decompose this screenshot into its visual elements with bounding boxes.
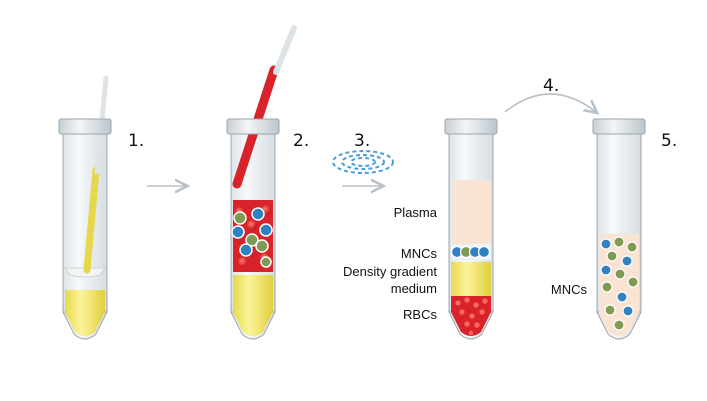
mnc-band-cells [450, 245, 491, 259]
label-density-line2: medium [391, 281, 437, 296]
density-medium [451, 262, 491, 296]
step-number: 3. [354, 131, 370, 151]
tube-cap [226, 118, 280, 135]
tube-2: 2. [226, 25, 309, 340]
step-number: 2. [293, 131, 309, 151]
density-medium [233, 275, 273, 336]
tube-1: 1. [58, 75, 144, 340]
blood-cells [231, 205, 273, 268]
tube-cap [444, 118, 498, 135]
step-number: 1. [128, 131, 144, 151]
mnc-cells [600, 236, 639, 331]
label-mncs: MNCs [401, 246, 438, 261]
step-number: 5. [661, 131, 677, 151]
label-rbcs: RBCs [403, 307, 437, 322]
pipette-yellow-icon [83, 166, 100, 274]
rbc-cells [455, 297, 488, 336]
label-final-mncs: MNCs [551, 282, 588, 297]
centrifuge-icon [332, 150, 394, 174]
plasma-layer [451, 180, 491, 244]
tube-3 [444, 118, 498, 340]
density-medium [65, 290, 105, 336]
tube-cap [58, 118, 112, 135]
tube-5: 5. [592, 118, 677, 340]
pipette-red-tube [273, 25, 297, 75]
label-plasma: Plasma [394, 205, 438, 220]
label-density-line1: Density gradient [343, 264, 437, 279]
arrow-icon [504, 93, 596, 112]
tube-cap [592, 118, 646, 135]
step-number: 4. [543, 76, 559, 96]
